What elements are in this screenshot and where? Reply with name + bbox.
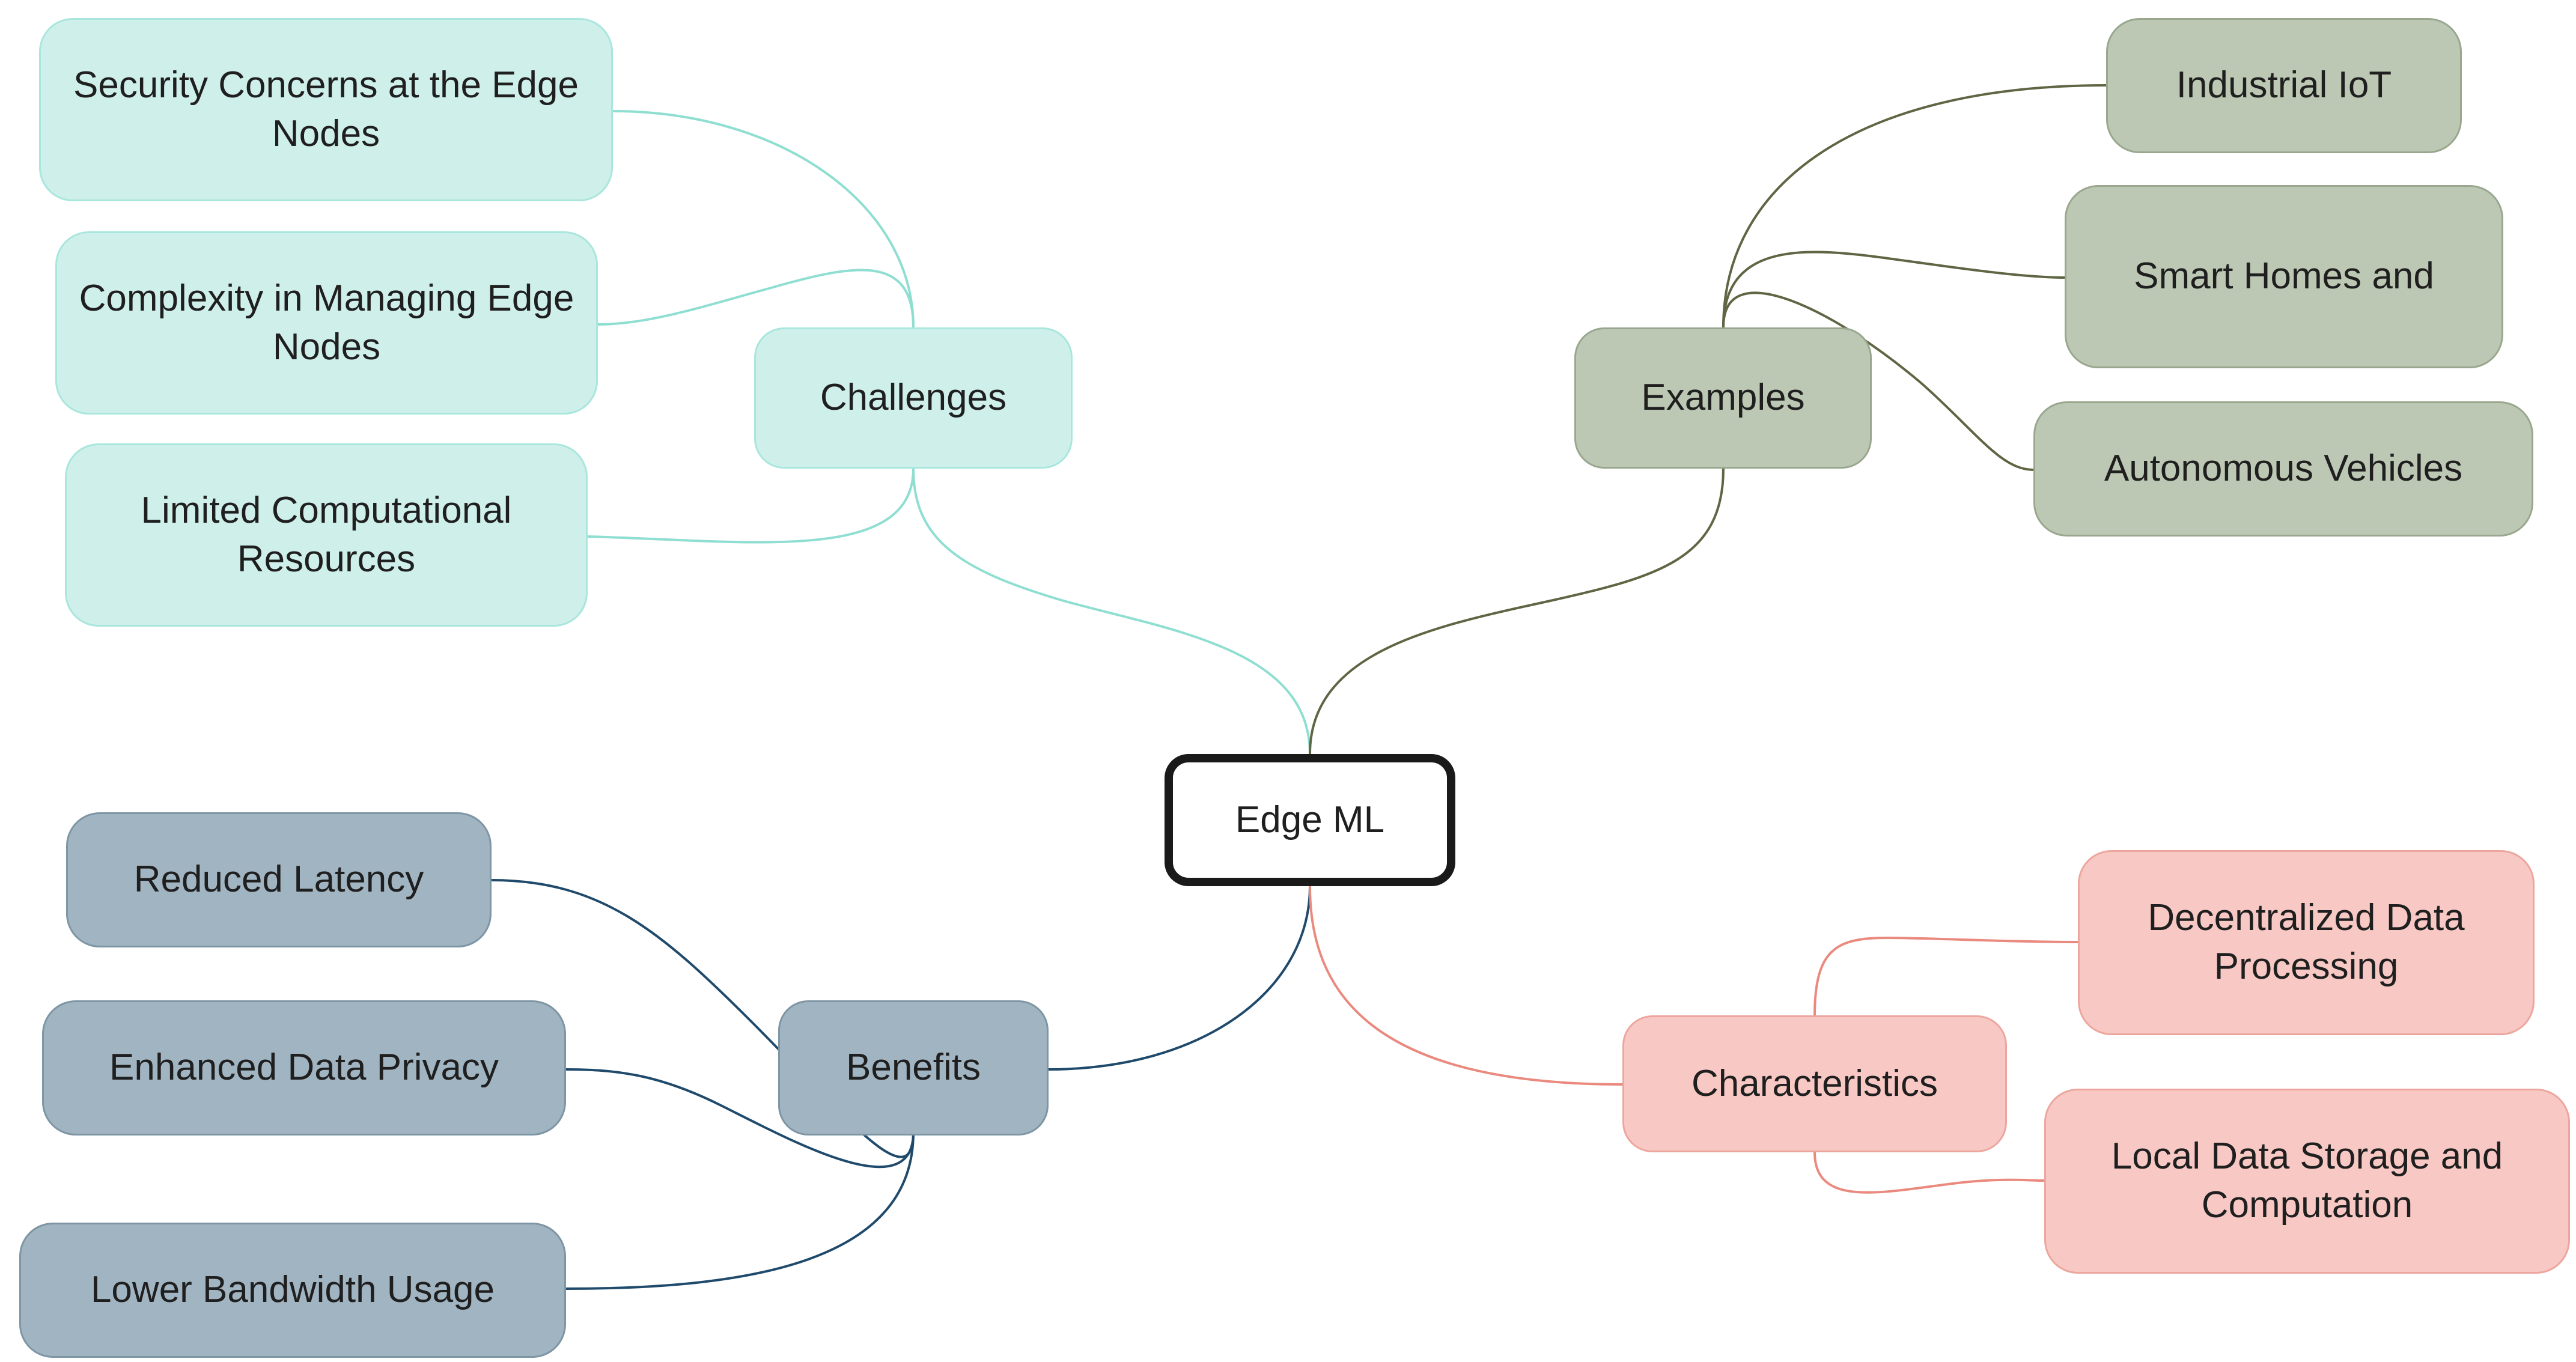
- leaf-lower-bandwidth-label: Lower Bandwidth Usage: [90, 1269, 495, 1311]
- edge-characteristics-decentralized: [1813, 937, 2078, 1016]
- branch-characteristics-label: Characteristics: [1691, 1062, 1938, 1104]
- edge-benefits-lower: [565, 1132, 915, 1290]
- leaf-industrial-iot[interactable]: Industrial IoT: [2106, 18, 2462, 153]
- branch-examples[interactable]: Examples: [1574, 327, 1872, 469]
- central-node[interactable]: Edge ML: [1165, 754, 1455, 886]
- central-node-label: Edge ML: [1235, 798, 1385, 841]
- leaf-autonomous-vehicles[interactable]: Autonomous Vehicles: [2033, 401, 2533, 537]
- edge-central-benefits: [1048, 886, 1311, 1071]
- leaf-limited-resources-label: Limited Computational Resources: [141, 489, 512, 580]
- edge-examples-industrial: [1722, 84, 2107, 328]
- edge-examples-autonomous: [1722, 291, 2034, 471]
- branch-challenges[interactable]: Challenges: [754, 327, 1073, 469]
- edge-examples-smarthomes: [1722, 251, 2065, 328]
- branch-examples-label: Examples: [1641, 377, 1805, 419]
- leaf-complexity-managing[interactable]: Complexity in Managing Edge Nodes: [55, 231, 598, 415]
- leaf-decentralized-processing-label: Decentralized Data Processing: [2148, 897, 2465, 987]
- leaf-smart-homes-label: Smart Homes and: [2134, 255, 2434, 297]
- leaf-enhanced-privacy-label: Enhanced Data Privacy: [109, 1047, 499, 1089]
- leaf-enhanced-privacy[interactable]: Enhanced Data Privacy: [42, 1000, 566, 1136]
- leaf-security-concerns[interactable]: Security Concerns at the Edge Nodes: [39, 18, 613, 201]
- edge-benefits-reduced: [491, 879, 915, 1158]
- branch-benefits[interactable]: Benefits: [778, 1000, 1049, 1136]
- edge-challenges-complexity: [597, 269, 915, 328]
- leaf-lower-bandwidth[interactable]: Lower Bandwidth Usage: [19, 1223, 566, 1358]
- leaf-industrial-iot-label: Industrial IoT: [2176, 64, 2392, 106]
- leaf-complexity-managing-label: Complexity in Managing Edge Nodes: [79, 277, 574, 368]
- leaf-limited-resources[interactable]: Limited Computational Resources: [65, 443, 588, 627]
- branch-benefits-label: Benefits: [845, 1047, 981, 1089]
- edge-characteristics-local: [1813, 1152, 2045, 1194]
- leaf-local-storage-label: Local Data Storage and Computation: [2111, 1136, 2503, 1226]
- edge-benefits-enhanced: [565, 1068, 915, 1169]
- edge-challenges-limited: [587, 468, 915, 544]
- leaf-decentralized-processing[interactable]: Decentralized Data Processing: [2078, 850, 2535, 1035]
- leaf-security-concerns-label: Security Concerns at the Edge Nodes: [73, 64, 579, 154]
- leaf-smart-homes[interactable]: Smart Homes and: [2065, 185, 2503, 368]
- leaf-reduced-latency-label: Reduced Latency: [133, 859, 424, 901]
- edge-challenges-security: [612, 110, 915, 328]
- leaf-reduced-latency[interactable]: Reduced Latency: [66, 812, 492, 947]
- leaf-local-storage[interactable]: Local Data Storage and Computation: [2044, 1089, 2570, 1274]
- edge-central-examples: [1309, 468, 1725, 755]
- leaf-autonomous-vehicles-label: Autonomous Vehicles: [2104, 448, 2463, 490]
- edge-central-characteristics: [1309, 886, 1623, 1086]
- edge-central-challenges: [912, 468, 1311, 755]
- branch-challenges-label: Challenges: [820, 377, 1007, 419]
- branch-characteristics[interactable]: Characteristics: [1622, 1015, 2007, 1152]
